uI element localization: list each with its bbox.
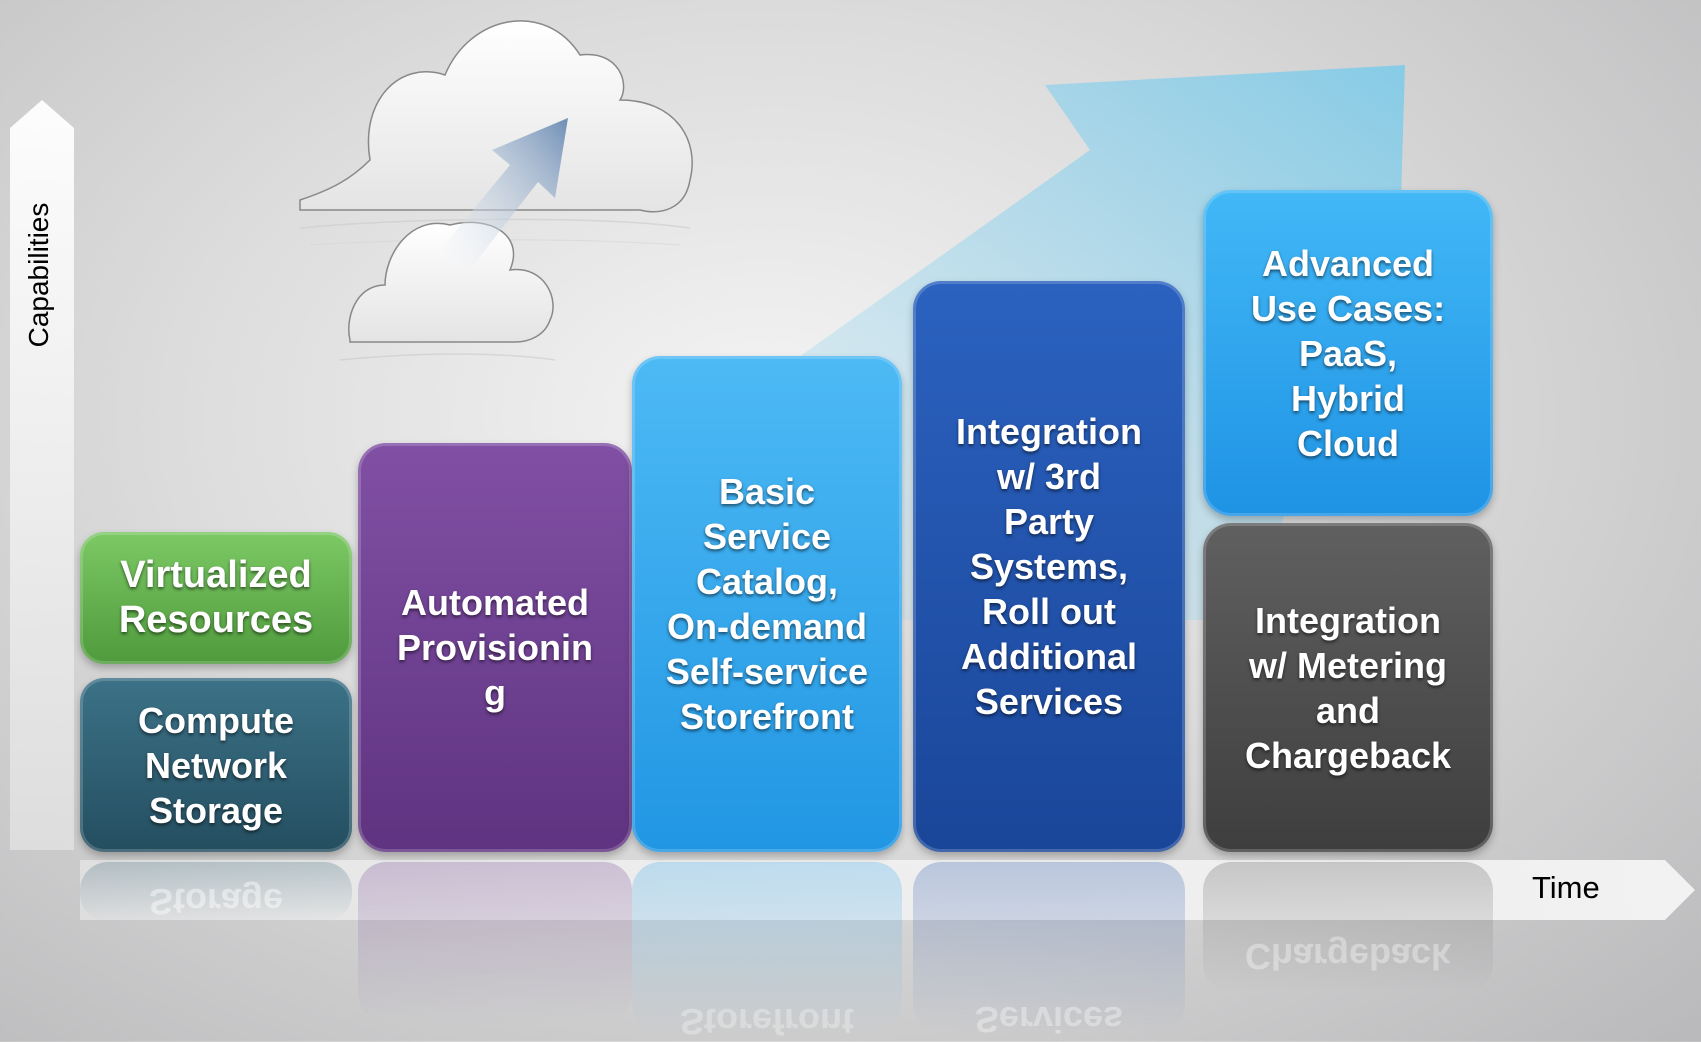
reflection-metering (1203, 862, 1493, 992)
metering-chargeback-label: Integration w/ Metering and Chargeback (1244, 599, 1452, 776)
reflection-text-storefront: Storefront (680, 1001, 854, 1042)
metering-chargeback-block: Integration w/ Metering and Chargeback (1203, 523, 1493, 852)
capabilities-axis-shape (10, 100, 74, 850)
basic-service-catalog-block: Basic Service Catalog, On-demand Self-se… (632, 356, 902, 852)
time-axis-shape (80, 860, 1695, 920)
reflection-integration (913, 862, 1185, 1032)
reflection-text-chargeback: Chargeback (1244, 936, 1452, 977)
integration-3rd-party-label: Integration w/ 3rd Party Systems, Roll o… (956, 411, 1142, 722)
time-axis-label: Time (1532, 870, 1600, 905)
cloud-arrow-shape (440, 118, 568, 272)
automated-provisioning-label: Automated Provisionin g (396, 582, 594, 713)
integration-3rd-party-block: Integration w/ 3rd Party Systems, Roll o… (913, 281, 1185, 852)
automated-provisioning-block: Automated Provisionin g (358, 443, 632, 852)
compute-network-storage-label: Compute Network Storage (138, 699, 294, 831)
advanced-use-cases-label: Advanced Use Cases: PaaS, Hybrid Cloud (1250, 242, 1446, 464)
cloud-large-shape (299, 20, 693, 213)
reflection-text-storage: Storage (148, 881, 284, 922)
advanced-use-cases-block: Advanced Use Cases: PaaS, Hybrid Cloud (1203, 190, 1493, 516)
compute-network-storage-block: Compute Network Storage (80, 678, 352, 852)
virtualized-resources-label: Virtualized Resources (118, 554, 314, 641)
basic-service-catalog-label: Basic Service Catalog, On-demand Self-se… (665, 471, 869, 737)
reflection-automated (358, 862, 632, 1022)
reflection-basic (632, 862, 902, 1032)
reflection-compute (80, 862, 352, 922)
reflection-text-services: Services (974, 999, 1124, 1040)
virtualized-resources-block: Virtualized Resources (80, 532, 352, 664)
capabilities-axis-label: Capabilities (23, 202, 54, 348)
